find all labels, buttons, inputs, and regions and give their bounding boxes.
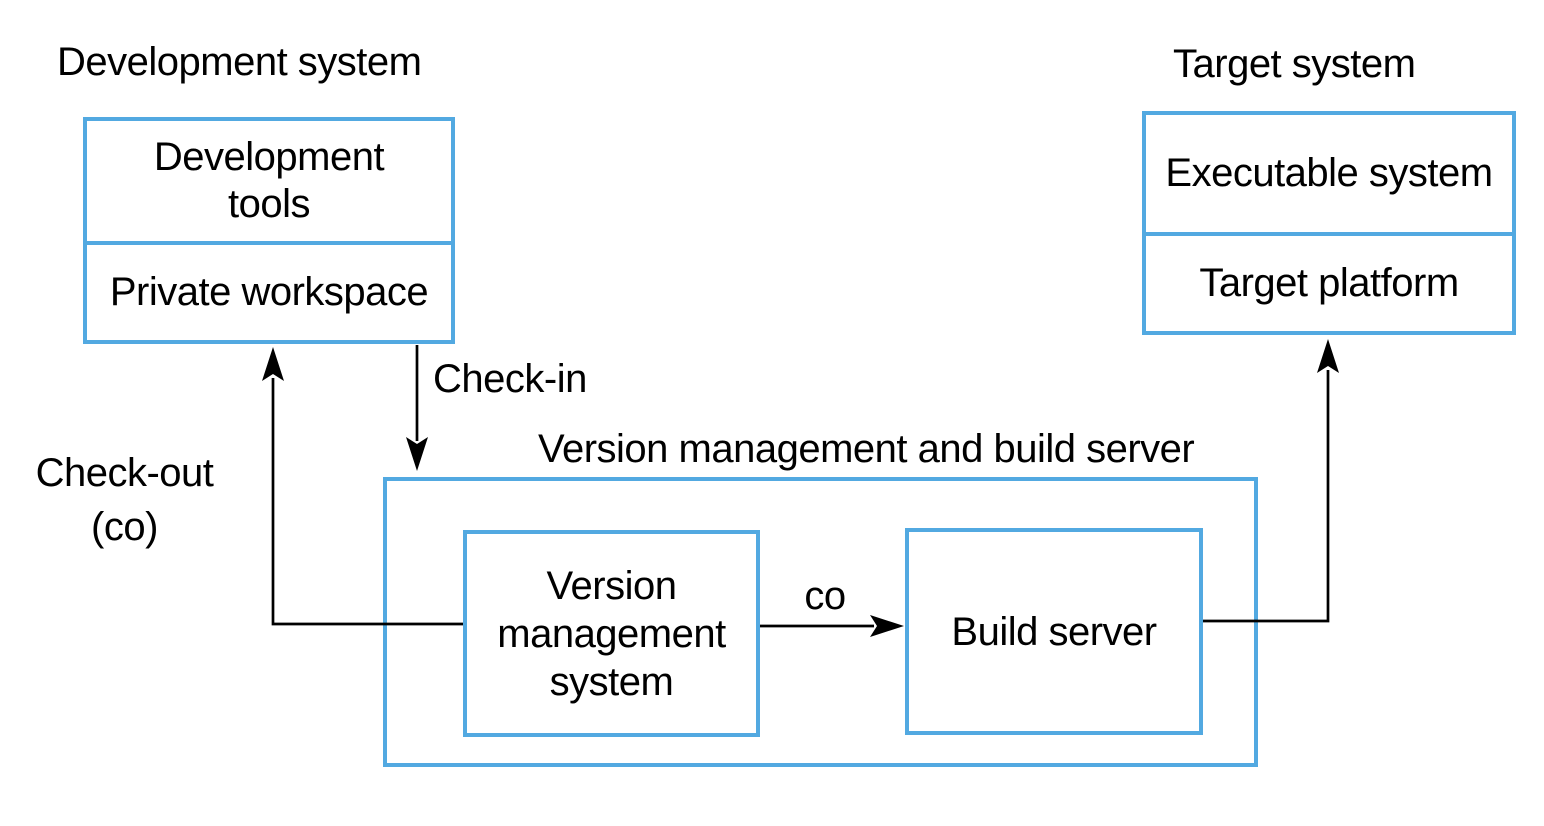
target-system-title: Target system [1173,42,1416,86]
build-to-target-arrowhead [1317,339,1339,373]
check-in-arrowhead [406,437,428,471]
development-system-box: Development tools Private workspace [83,117,455,344]
server-group-box: Version management system Build server [383,477,1258,767]
co-label: co [804,574,846,618]
private-workspace-cell: Private workspace [109,270,429,314]
target-platform-cell: Target platform [1199,261,1459,305]
check-out-arrowhead [262,347,284,381]
build-server-box: Build server [905,528,1203,735]
server-group-title: Version management and build server [538,427,1195,471]
check-in-label: Check-in [433,357,587,401]
version-management-box: Version management system [463,530,760,737]
check-in-arrow [406,345,428,471]
development-tools-cell: Development tools [87,121,451,245]
target-system-box: Executable system Target platform [1142,111,1516,335]
development-system-title: Development system [57,40,422,84]
executable-system-cell: Executable system [1146,115,1512,236]
check-out-label: Check-out (co) [35,451,214,549]
